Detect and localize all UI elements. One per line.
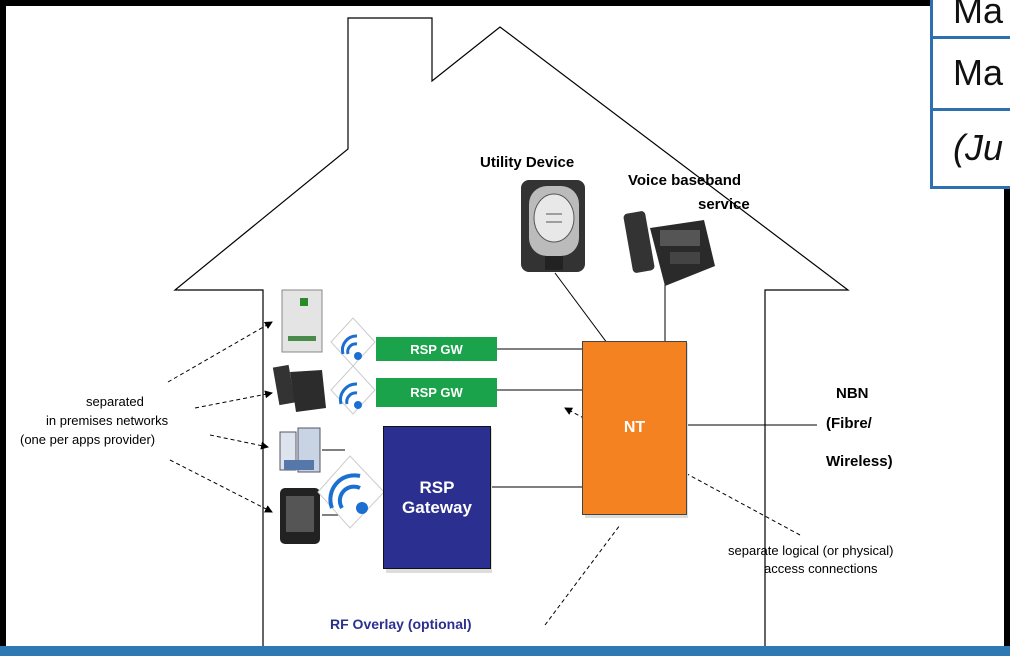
table-divider-1: [933, 36, 1010, 39]
nt-label: NT: [623, 419, 646, 436]
dashed-arrow-3: [209, 434, 269, 450]
dashed-arrow-2: [194, 390, 273, 409]
separated-label-line3: (one per apps provider): [20, 432, 156, 447]
rf-overlay-label: RF Overlay (optional): [330, 616, 472, 632]
wifi-icon-1: [330, 317, 376, 367]
handheld-device-icon: [280, 488, 320, 544]
voice-service-label-line1: Voice baseband: [628, 172, 742, 189]
wifi-icon-3: [317, 455, 385, 529]
cabinet-device-icon: [281, 289, 323, 353]
nt-box: NT: [582, 341, 687, 515]
rsp-gw-box-1: RSP GW: [376, 337, 497, 361]
nbn-label-line3: Wireless): [826, 453, 893, 470]
table-row-3: (Ju: [953, 127, 1004, 168]
nbn-label-line2: (Fibre/: [826, 415, 872, 432]
access-label-line2: access connections: [764, 561, 878, 576]
dashed-arrow-1: [167, 321, 273, 383]
rsp-gateway-label-line1: RSP: [419, 477, 455, 497]
utility-device-label: Utility Device: [480, 154, 575, 171]
voice-service-label-line2: service: [698, 196, 750, 213]
bottom-bar: [0, 646, 1010, 656]
access-label-line1: separate logical (or physical): [728, 543, 894, 558]
table-row-1: Ma: [953, 0, 1004, 31]
server-device-icon: [279, 427, 321, 473]
rsp-gateway-label-line2: Gateway: [402, 497, 472, 517]
rsp-gateway-box: RSP Gateway: [383, 426, 491, 569]
rsp-gw-box-2: RSP GW: [376, 378, 497, 407]
house-outline: [173, 17, 850, 648]
utility-meter-icon: [521, 180, 585, 272]
phone-device-icon-small: [272, 364, 326, 412]
table-fragment: Ma Ma (Ju: [930, 0, 1010, 189]
phone-icon: [623, 211, 715, 286]
table-row-2: Ma: [953, 52, 1004, 93]
separated-label-line2: in premises networks: [46, 413, 169, 428]
rsp-gw-label-1: RSP GW: [410, 341, 463, 357]
separated-label-line1: separated: [86, 394, 144, 409]
dashed-line-rf-overlay: [544, 524, 621, 626]
table-divider-2: [933, 108, 1010, 111]
wifi-icon-2: [330, 365, 376, 415]
dashed-arrow-4: [169, 459, 273, 513]
rsp-gw-label-2: RSP GW: [410, 385, 463, 400]
nbn-label-line1: NBN: [836, 385, 869, 402]
